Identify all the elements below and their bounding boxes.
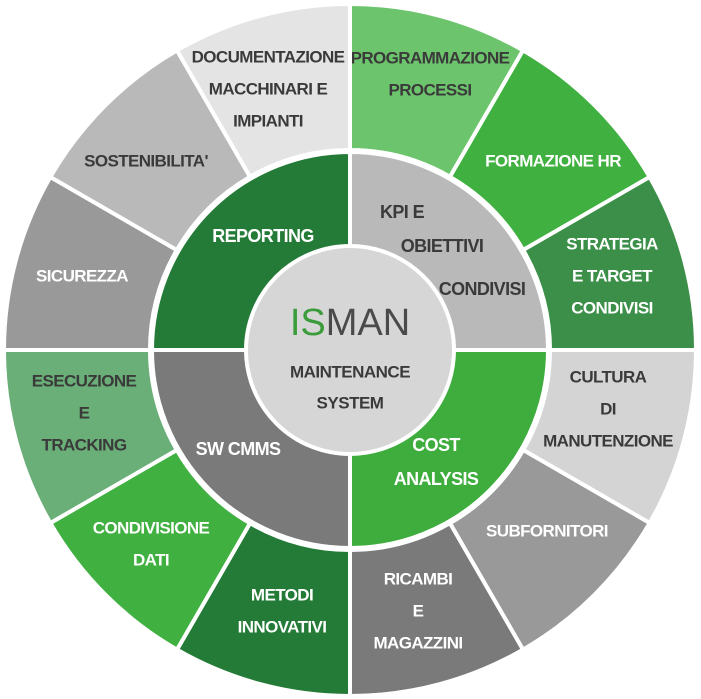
outer-label-ricambi-e-magazzini-line2: E xyxy=(413,601,424,620)
inner-label-kpi-e-obiettivi-condivisi-line3: CONDIVISI xyxy=(439,279,526,299)
center-subtitle-line2: SYSTEM xyxy=(317,393,384,412)
logo-part-is: IS xyxy=(290,302,326,344)
inner-segment-sw-cmms xyxy=(149,348,352,551)
outer-label-metodi-innovativi-line1: METODI xyxy=(251,585,313,604)
inner-label-cost-analysis-line1: COST xyxy=(412,435,460,455)
outer-label-ricambi-e-magazzini-line3: MAGAZZINI xyxy=(373,633,462,652)
outer-label-subfornitori-line1: SUBFORNITORI xyxy=(486,521,608,540)
outer-label-strategia-e-target-condivisi-line1: STRATEGIA xyxy=(566,234,658,253)
inner-label-kpi-e-obiettivi-condivisi-line2: OBIETTIVI xyxy=(401,236,484,256)
isman-logo: ISMAN xyxy=(290,302,410,344)
inner-label-kpi-e-obiettivi-condivisi-line1: KPI E xyxy=(380,202,425,222)
center-circle xyxy=(248,248,452,452)
outer-label-metodi-innovativi-line2: INNOVATIVI xyxy=(238,617,327,636)
inner-label-sw-cmms-line1: SW CMMS xyxy=(196,439,281,459)
outer-label-esecuzione-e-tracking-line1: ESECUZIONE xyxy=(32,371,137,390)
outer-label-documentazione-macchinari-e-impianti-line3: IMPIANTI xyxy=(233,111,303,130)
center-hub: ISMAN MAINTENANCE SYSTEM xyxy=(248,248,452,452)
outer-label-documentazione-macchinari-e-impianti-line1: DOCUMENTAZIONE xyxy=(192,47,345,66)
outer-label-strategia-e-target-condivisi-line2: E TARGET xyxy=(572,266,653,285)
inner-ring: REPORTING KPI E OBIETTIVI CONDIVISI COST ANAL… xyxy=(149,149,551,551)
outer-label-documentazione-macchinari-e-impianti-line2: MACCHINARI E xyxy=(209,79,328,98)
inner-segment-cost-analysis xyxy=(348,348,551,551)
center-subtitle-line1: MAINTENANCE xyxy=(290,362,410,381)
inner-segment-reporting xyxy=(149,149,352,352)
inner-segment-kpi-e-obiettivi-condivisi xyxy=(348,149,551,352)
outer-label-programmazione-processi-line1: PROGRAMMAZIONE xyxy=(351,48,510,67)
outer-label-esecuzione-e-tracking-line2: E xyxy=(79,403,90,422)
outer-label-formazione-hr-line1: FORMAZIONE HR xyxy=(485,151,621,170)
outer-label-cultura-di-manutenzione-line1: CULTURA xyxy=(570,367,647,386)
outer-label-ricambi-e-magazzini-line1: RICAMBI xyxy=(384,569,453,588)
inner-label-reporting-line1: REPORTING xyxy=(212,226,314,246)
outer-label-strategia-e-target-condivisi-line3: CONDIVISI xyxy=(571,298,653,317)
outer-label-cultura-di-manutenzione-line3: MANUTENZIONE xyxy=(543,431,673,450)
outer-label-condivisione-dati-line1: CONDIVISIONE xyxy=(93,518,210,537)
outer-label-esecuzione-e-tracking-line3: TRACKING xyxy=(42,435,127,454)
outer-label-cultura-di-manutenzione-line2: DI xyxy=(600,399,616,418)
outer-label-sostenibilita-line1: SOSTENIBILITA' xyxy=(84,151,208,170)
inner-label-cost-analysis-line2: ANALYSIS xyxy=(394,469,479,489)
outer-label-programmazione-processi-line2: PROCESSI xyxy=(388,80,471,99)
outer-label-sicurezza-line1: SICUREZZA xyxy=(36,266,128,285)
outer-label-condivisione-dati-line2: DATI xyxy=(133,550,169,569)
logo-part-man: MAN xyxy=(326,302,410,344)
